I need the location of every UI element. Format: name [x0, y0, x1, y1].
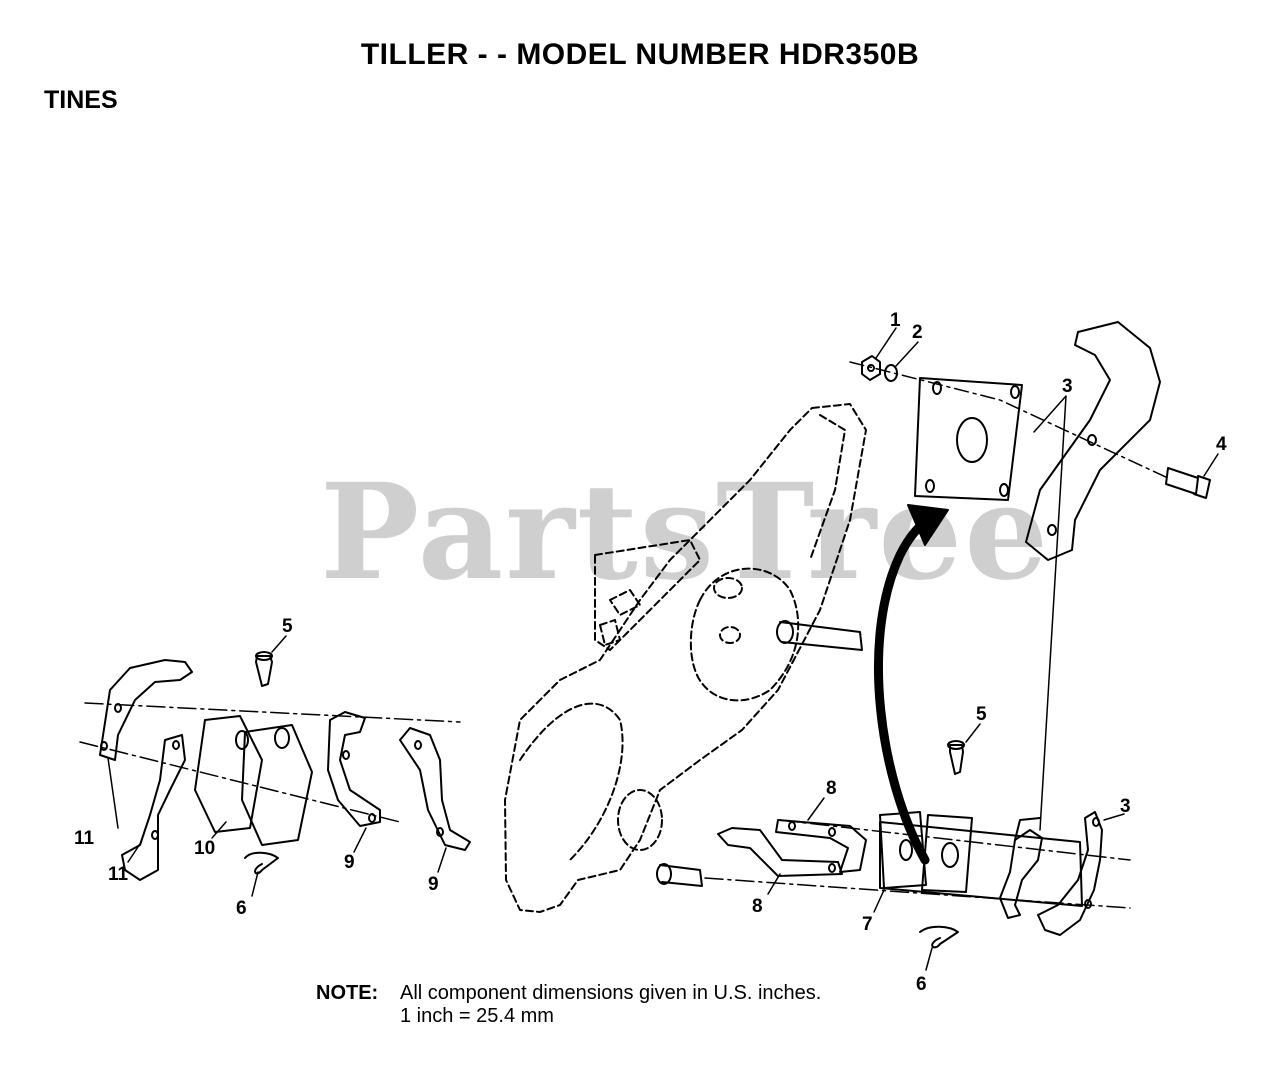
callout-9-left: 9 [344, 852, 355, 873]
callout-7: 7 [862, 914, 873, 935]
note-label: NOTE: [316, 982, 379, 1004]
left-far-tine [399, 727, 471, 851]
callout-2: 2 [912, 322, 923, 343]
section-heading: TINES [44, 86, 118, 114]
clevis-pin-right [947, 740, 965, 775]
callout-3-lower: 3 [1120, 796, 1131, 817]
transmission-housing [504, 403, 867, 913]
callout-8-upper: 8 [826, 778, 837, 799]
callout-3-upper: 3 [1062, 376, 1073, 397]
note-line-1: All component dimensions given in U.S. i… [400, 982, 822, 1004]
mounting-plate-detail [914, 377, 1023, 501]
right-tine-b [1037, 811, 1103, 936]
hex-nut [861, 355, 881, 381]
detail-arrow [873, 504, 949, 865]
callout-4: 4 [1216, 434, 1227, 455]
left-inner-tine [327, 711, 381, 827]
right-tine-a [999, 817, 1043, 919]
output-shaft [656, 620, 863, 887]
left-shaft-lines [79, 702, 461, 823]
right-flange-plate [879, 811, 973, 893]
clevis-pin-left [255, 651, 273, 687]
tine-detail [1025, 321, 1161, 561]
callout-11-upper: 11 [74, 828, 95, 849]
lock-washer [884, 364, 898, 382]
note-line-2: 1 inch = 25.4 mm [400, 1005, 554, 1027]
right-upper-tine [775, 819, 867, 873]
callout-5-left: 5 [282, 616, 293, 637]
callout-8-lower: 8 [752, 896, 763, 917]
right-lower-tine [717, 827, 843, 877]
callout-11-lower: 11 [108, 864, 129, 885]
callout-6-right: 6 [916, 974, 927, 995]
callout-10: 10 [194, 838, 215, 859]
bolt-detail [1165, 467, 1211, 499]
callout-1: 1 [890, 310, 901, 331]
hairpin-clip-right [919, 925, 959, 949]
note-text: All component dimensions given in U.S. i… [400, 982, 821, 1028]
callout-9-right: 9 [428, 874, 439, 895]
hairpin-clip-left [244, 851, 279, 875]
diagram-title: TILLER - - MODEL NUMBER HDR350B [360, 38, 920, 71]
callout-5-right: 5 [976, 704, 987, 725]
right-shaft-tube [879, 821, 1083, 907]
left-lower-tine [121, 734, 186, 881]
callout-6-left: 6 [236, 898, 247, 919]
alignment-line [849, 361, 1169, 479]
left-outer-tine [99, 659, 193, 761]
dimension-note: NOTE: All component dimensions given in U… [316, 982, 821, 1028]
left-flange-plate [194, 715, 313, 846]
leader-lines [107, 327, 1219, 971]
